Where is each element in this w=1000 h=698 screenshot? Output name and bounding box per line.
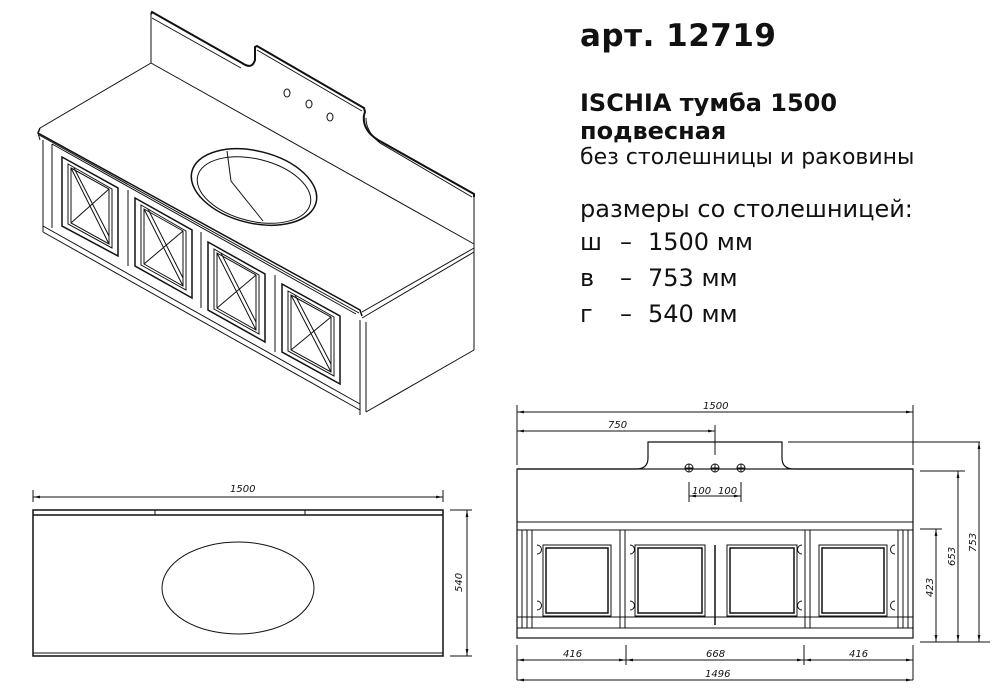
height-total-label: 753 — [968, 533, 979, 552]
faucet-hole — [283, 88, 291, 98]
front-door-2 — [629, 544, 706, 617]
door-3 — [207, 240, 266, 344]
cabinet-front — [42, 140, 475, 415]
dimension-dash: – — [620, 300, 632, 328]
model-type: подвесная — [580, 117, 727, 145]
article-number: арт. 12719 — [580, 18, 777, 54]
sink-outline — [161, 541, 315, 635]
height-cabinet-label: 423 — [925, 578, 936, 597]
dimension-key: ш — [580, 228, 602, 256]
faucet-hole — [326, 112, 334, 122]
model-subtitle: без столешницы и раковины — [580, 145, 915, 170]
dimension-value: 1500 мм — [648, 228, 753, 256]
faucet-holes — [684, 463, 746, 473]
isometric-view — [37, 10, 475, 415]
hole-spacing-right-label: 100 — [718, 486, 737, 497]
door-1 — [61, 155, 119, 258]
backsplash — [150, 10, 475, 244]
section-left-label: 416 — [563, 649, 582, 660]
dimension-key: г — [580, 300, 593, 328]
top-width-label: 1500 — [230, 484, 255, 495]
door-2 — [134, 196, 193, 300]
height-top-label: 653 — [947, 547, 958, 566]
front-width-label: 1500 — [703, 401, 728, 412]
section-middle-label: 668 — [706, 649, 725, 660]
section-right-label: 416 — [849, 649, 868, 660]
front-door-4 — [818, 544, 896, 617]
dimension-value: 540 мм — [648, 300, 738, 328]
dimension-depth: г – 540 мм — [580, 296, 990, 332]
front-door-3 — [726, 544, 803, 617]
dimension-width: ш – 1500 мм — [580, 224, 990, 260]
sink-bowl — [190, 148, 318, 226]
door-4 — [281, 282, 341, 386]
dimension-key: в — [580, 264, 595, 292]
top-depth-label: 540 — [454, 573, 465, 592]
dimension-dash: – — [620, 264, 632, 292]
dimensions-title: размеры со столешницей: — [580, 195, 913, 223]
faucet-hole — [305, 99, 313, 109]
product-info: арт. 12719 ISCHIA тумба 1500 подвесная б… — [580, 14, 990, 332]
countertop — [37, 62, 475, 319]
center-offset-label: 750 — [608, 420, 627, 431]
model-title: ISCHIA тумба 1500 — [580, 89, 838, 117]
body-width-label: 1496 — [705, 669, 730, 680]
top-view — [32, 490, 472, 657]
dimension-height: в – 753 мм — [580, 260, 990, 296]
front-view — [516, 405, 990, 682]
front-door-1 — [536, 544, 612, 617]
dimension-value: 753 мм — [648, 264, 738, 292]
hole-spacing-left-label: 100 — [692, 486, 711, 497]
dimension-dash: – — [620, 228, 632, 256]
